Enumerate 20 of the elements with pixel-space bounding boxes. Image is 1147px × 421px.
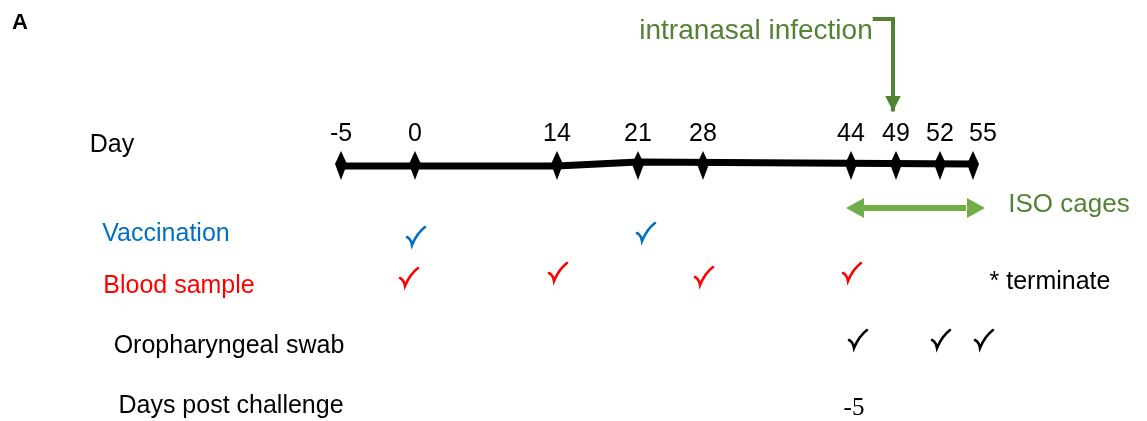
row-value: -5 <box>843 393 865 419</box>
tick-label: 55 <box>969 119 997 145</box>
tick-label: 28 <box>689 119 717 145</box>
row-label: Blood sample <box>103 271 255 297</box>
row-label: Oropharyngeal swab <box>113 331 345 357</box>
tick-label: 44 <box>837 119 865 145</box>
span-label: ISO cages <box>1008 190 1130 216</box>
tick-label: -5 <box>329 119 353 145</box>
row-label: Vaccination <box>102 219 230 245</box>
tick-label: 52 <box>926 119 954 145</box>
row-label: Days post challenge <box>118 391 344 417</box>
tick-label: 49 <box>882 119 910 145</box>
annotation-text: intranasal infection <box>639 16 873 44</box>
tick-label: 14 <box>543 119 571 145</box>
tick-label: 0 <box>408 119 422 145</box>
axis-title: Day <box>89 130 135 156</box>
note: * terminate <box>989 267 1111 293</box>
panel-letter: A <box>12 11 28 33</box>
arrow <box>872 17 901 112</box>
tick-label: 21 <box>624 119 652 145</box>
